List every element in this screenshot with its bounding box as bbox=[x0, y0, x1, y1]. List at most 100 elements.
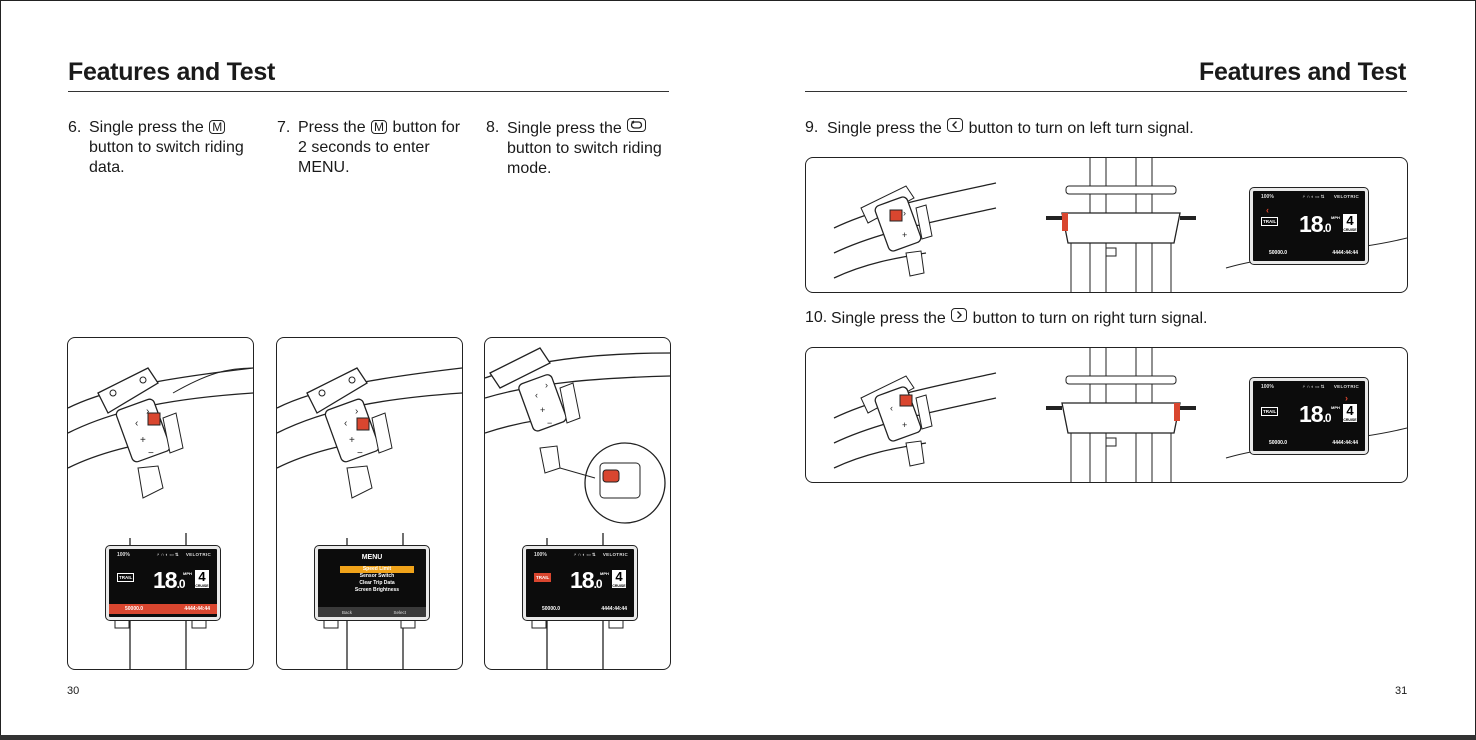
menu-footer: Back Select bbox=[318, 607, 426, 617]
svg-text:−: − bbox=[357, 448, 363, 459]
menu-select-label: Select bbox=[393, 610, 406, 615]
left-signal-drawing: › + bbox=[833, 158, 1407, 292]
menu-back-label: Back bbox=[342, 610, 353, 615]
status-icons: ⚡ ∩ ◐ ▭ ⇅ bbox=[1302, 384, 1325, 389]
svg-text:−: − bbox=[547, 418, 552, 428]
svg-text:‹: ‹ bbox=[535, 390, 538, 400]
step-text-after: button to turn on right turn signal. bbox=[972, 310, 1208, 327]
brand-label: VELOTRIC bbox=[602, 552, 628, 557]
m-key-icon: M bbox=[209, 120, 226, 134]
handlebar-control-drawing: ‹ › + − bbox=[68, 367, 253, 669]
mode-key-icon bbox=[627, 118, 647, 132]
step-number: 6. bbox=[68, 119, 82, 136]
riding-mode: TRAIL bbox=[1261, 217, 1279, 226]
step-text-after: button to switch riding data. bbox=[89, 139, 244, 176]
step-text-after: button for 2 seconds to enter MENU. bbox=[298, 119, 461, 176]
status-icons: ⚡ ∩ ◐ ▭ ⇅ bbox=[1302, 194, 1325, 199]
step-number: 9. bbox=[805, 119, 819, 136]
svg-text:‹: ‹ bbox=[135, 418, 138, 429]
svg-text:+: + bbox=[349, 435, 355, 446]
svg-text:−: − bbox=[148, 448, 154, 459]
speed-readout: 18.0 bbox=[1299, 401, 1332, 427]
left-page-title: Features and Test bbox=[68, 58, 275, 86]
riding-mode: TRAIL bbox=[117, 573, 135, 582]
svg-text:+: + bbox=[140, 435, 146, 446]
right-page-number: 31 bbox=[1395, 685, 1408, 697]
illustration-step-10: ‹ + 100% ⚡ ∩ ◐ ▭ ⇅ VELOTRIC › TRAIL 18.0 M… bbox=[805, 347, 1408, 483]
svg-text:‹: ‹ bbox=[344, 418, 347, 429]
status-icons: ⚡ ∩ ◐ ▭ ⇅ bbox=[156, 552, 179, 557]
svg-text:+: + bbox=[902, 230, 907, 240]
right-title-rule bbox=[805, 91, 1407, 92]
left-page-number: 30 bbox=[67, 685, 80, 697]
bottom-edge bbox=[0, 735, 1476, 740]
riding-mode-highlighted: TRAIL bbox=[534, 573, 552, 582]
battery-level: 100% bbox=[534, 552, 547, 558]
right-signal-drawing: ‹ + bbox=[833, 348, 1407, 482]
svg-text:›: › bbox=[903, 208, 906, 218]
menu-item: Screen Brightness bbox=[354, 587, 400, 593]
right-page-title: Features and Test bbox=[1199, 58, 1406, 86]
svg-text:‹: ‹ bbox=[890, 403, 893, 413]
status-icons: ⚡ ∩ ◐ ▭ ⇅ bbox=[573, 552, 596, 557]
illustration-step-7: ‹ › + − MENU Speed Limit Sensor Switch C… bbox=[276, 337, 463, 670]
illustration-step-8: ‹ › + − 100% ⚡ ∩ ◐ ▭ ⇅ VELOTRIC TRAIL 18.0… bbox=[484, 337, 671, 670]
m-key-icon: M bbox=[371, 120, 388, 134]
menu-item-selected: Speed Limit bbox=[340, 566, 414, 573]
brand-label: VELOTRIC bbox=[185, 552, 211, 557]
menu-screen: MENU Speed Limit Sensor Switch Clear Tri… bbox=[314, 545, 430, 621]
menu-title: MENU bbox=[361, 554, 383, 561]
step-text-after: button to turn on left turn signal. bbox=[968, 120, 1194, 137]
illustration-step-9: › + 100% ⚡ ∩ ◐ ▭ ⇅ VELOTRIC ‹ TRAIL 18.0 M… bbox=[805, 157, 1408, 293]
illustration-step-6: ‹ › + − 100% ⚡ ∩ ◐ ▭ ⇅ VELOTRIC TRAIL 18.0… bbox=[67, 337, 254, 670]
brand-label: VELOTRIC bbox=[1333, 384, 1359, 389]
svg-text:+: + bbox=[902, 420, 907, 430]
menu-item: Clear Trip Data bbox=[359, 580, 395, 586]
battery-level: 100% bbox=[117, 552, 130, 558]
step-number: 10. bbox=[805, 309, 828, 326]
menu-item: Sensor Switch bbox=[359, 573, 395, 579]
step-text-before: Single press the bbox=[89, 119, 204, 136]
speed-unit: MPH bbox=[183, 571, 192, 576]
battery-level: 100% bbox=[1261, 384, 1274, 390]
speed-unit: MPH bbox=[600, 571, 609, 576]
step-text-before: Single press the bbox=[507, 120, 622, 137]
speed-unit: MPH bbox=[1331, 215, 1340, 220]
brand-label: VELOTRIC bbox=[1333, 194, 1359, 199]
riding-mode: TRAIL bbox=[1261, 407, 1279, 416]
left-turn-signal-icon: ‹ bbox=[1266, 205, 1269, 215]
step-text-before: Press the bbox=[298, 119, 366, 136]
step-text-before: Single press the bbox=[827, 120, 942, 137]
step-text-after: button to switch riding mode. bbox=[507, 140, 662, 177]
right-turn-signal-icon: › bbox=[1345, 393, 1348, 403]
speed-readout: 18.0 bbox=[570, 567, 603, 593]
handlebar-control-drawing: ‹ › + − bbox=[485, 347, 670, 669]
left-title-rule bbox=[68, 91, 669, 92]
svg-text:›: › bbox=[545, 380, 548, 390]
speed-readout: 18.0 bbox=[153, 567, 186, 593]
display-screen: 100% ⚡ ∩ ◐ ▭ ⇅ VELOTRIC ‹ TRAIL 18.0 MPH 4… bbox=[1249, 187, 1369, 265]
speed-readout: 18.0 bbox=[1299, 211, 1332, 237]
right-arrow-key-icon bbox=[951, 308, 968, 322]
speed-unit: MPH bbox=[1331, 405, 1340, 410]
svg-text:+: + bbox=[540, 405, 545, 415]
step-text-before: Single press the bbox=[831, 310, 946, 327]
svg-text:›: › bbox=[355, 406, 358, 417]
battery-level: 100% bbox=[1261, 194, 1274, 200]
step-number: 8. bbox=[486, 119, 500, 136]
svg-text:›: › bbox=[146, 406, 149, 417]
step-number: 7. bbox=[277, 119, 291, 136]
handlebar-control-drawing: ‹ › + − bbox=[277, 367, 462, 669]
left-arrow-key-icon bbox=[947, 118, 964, 132]
display-screen: 100% ⚡ ∩ ◐ ▭ ⇅ VELOTRIC › TRAIL 18.0 MPH 4… bbox=[1249, 377, 1369, 455]
